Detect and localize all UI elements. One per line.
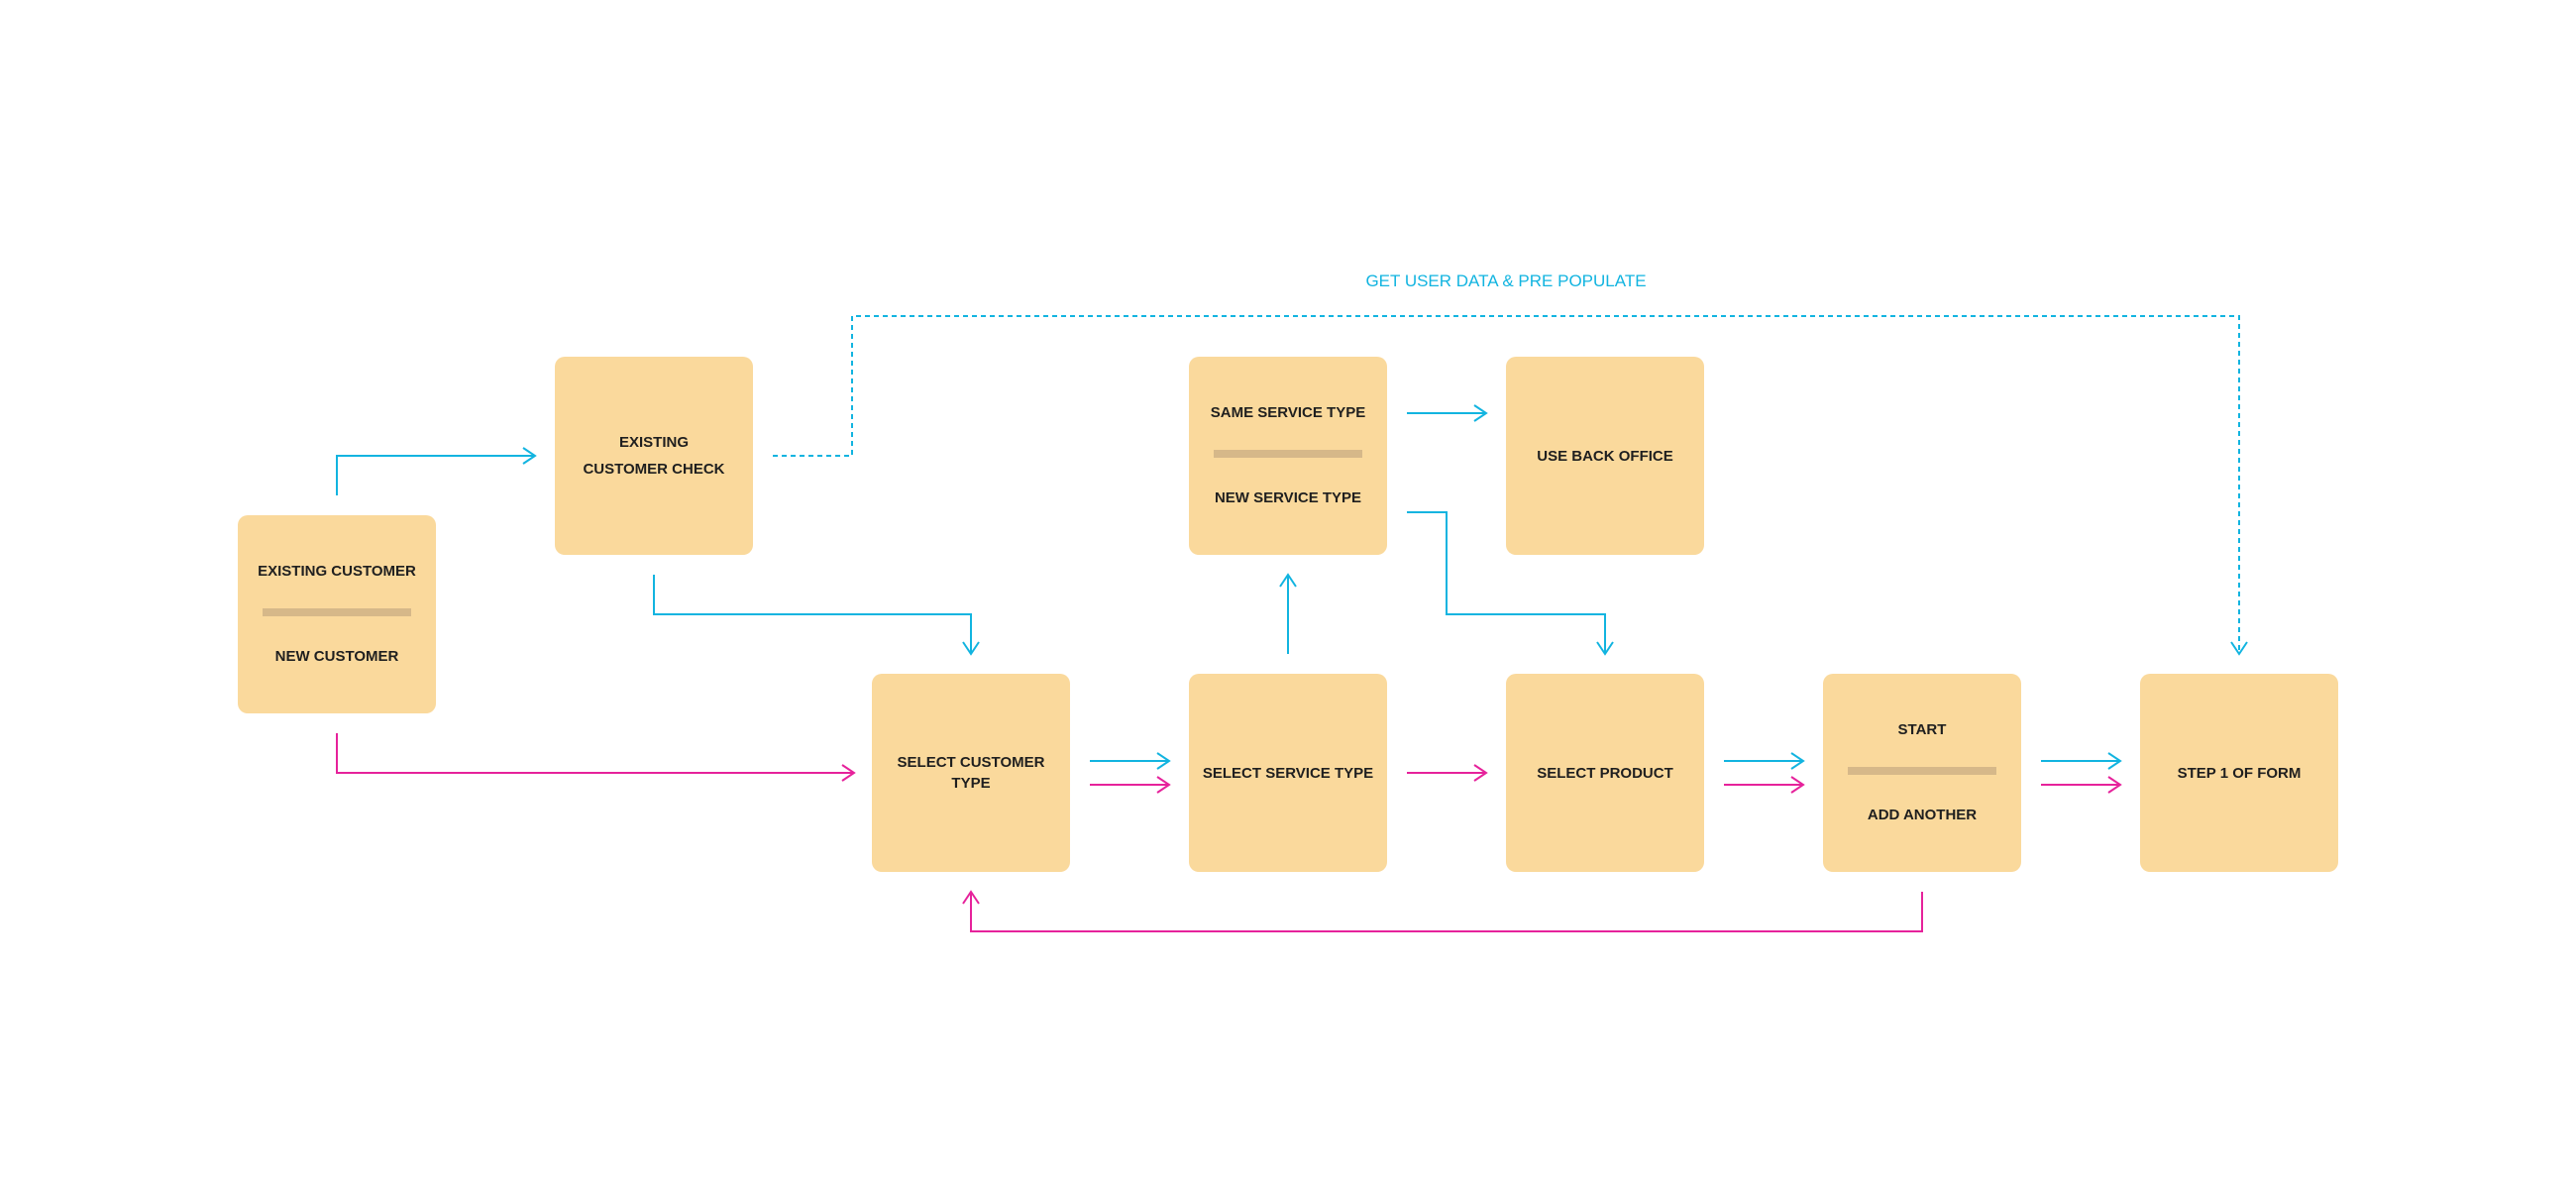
- step-1-of-form-label: STEP 1 OF FORM: [2177, 764, 2302, 782]
- use-back-office-node: USE BACK OFFICE: [1506, 357, 1704, 555]
- select-service-type-label: SELECT SERVICE TYPE: [1202, 764, 1374, 782]
- add-another-loop-connector: [962, 890, 1923, 932]
- connector-line: [653, 575, 972, 654]
- arrowhead-icon: [1596, 641, 1614, 656]
- start-option: START: [1897, 721, 1947, 738]
- arrowhead-icon: [522, 447, 537, 465]
- option-separator: [1214, 450, 1362, 458]
- arrowhead-icon: [1156, 776, 1171, 794]
- prepopulate-label: GET USER DATA & PRE POPULATE: [1365, 271, 1647, 290]
- service-split-to-back-office-connector: [1407, 404, 1488, 422]
- existing-customer-option: EXISTING CUSTOMER: [258, 563, 416, 580]
- select-customer-type-label: SELECT CUSTOMER TYPE: [897, 754, 1045, 792]
- arrowhead-icon: [1790, 776, 1805, 794]
- select-customer-type-to-service-type-existing-connector: [1090, 752, 1171, 770]
- arrowhead-icon: [1473, 764, 1488, 782]
- existing-customer-check-label: EXISTING CUSTOMER CHECK: [583, 434, 725, 478]
- connector-line: [773, 315, 2240, 654]
- new-customer-option: NEW CUSTOMER: [274, 648, 399, 665]
- select-service-type-to-service-split-connector: [1279, 573, 1297, 654]
- step-1-of-form-node: STEP 1 OF FORM: [2140, 674, 2338, 872]
- service-type-split-node: SAME SERVICE TYPE NEW SERVICE TYPE: [1189, 357, 1387, 555]
- arrowhead-icon: [1279, 573, 1297, 588]
- start-split-to-step1-new-connector: [2041, 776, 2122, 794]
- select-product-label: SELECT PRODUCT: [1537, 764, 1673, 782]
- existing-check-to-step1-prepopulate-connector: [773, 315, 2248, 656]
- arrowhead-icon: [962, 890, 980, 905]
- arrowhead-icon: [2107, 776, 2122, 794]
- connector-line: [336, 455, 535, 495]
- select-customer-type-to-service-type-new-connector: [1090, 776, 1171, 794]
- same-service-type-option: SAME SERVICE TYPE: [1210, 404, 1366, 421]
- option-separator: [1848, 767, 1996, 775]
- arrowhead-icon: [962, 641, 980, 656]
- select-service-type-node: SELECT SERVICE TYPE: [1189, 674, 1387, 872]
- arrowhead-icon: [1790, 752, 1805, 770]
- arrowhead-icon: [1473, 404, 1488, 422]
- select-product-node: SELECT PRODUCT: [1506, 674, 1704, 872]
- select-product-to-start-split-existing-connector: [1724, 752, 1805, 770]
- arrowhead-icon: [2230, 641, 2248, 656]
- service-split-to-select-product-connector: [1407, 511, 1614, 656]
- option-separator: [263, 608, 411, 616]
- existing-check-to-select-customer-type-connector: [653, 575, 980, 656]
- customer-split-node: EXISTING CUSTOMER NEW CUSTOMER: [238, 515, 436, 713]
- use-back-office-label: USE BACK OFFICE: [1537, 447, 1673, 465]
- start-split-to-step1-existing-connector: [2041, 752, 2122, 770]
- arrowhead-icon: [2107, 752, 2122, 770]
- existing-customer-check-node: EXISTING CUSTOMER CHECK: [555, 357, 753, 555]
- arrowhead-icon: [841, 764, 856, 782]
- connector-line: [970, 892, 1923, 932]
- select-product-to-start-split-new-connector: [1724, 776, 1805, 794]
- start-split-node: START ADD ANOTHER: [1823, 674, 2021, 872]
- add-another-option: ADD ANOTHER: [1867, 807, 1978, 823]
- customer-split-to-select-customer-type-connector: [336, 733, 856, 782]
- customer-split-to-existing-check-connector: [336, 447, 537, 495]
- select-service-type-to-select-product-connector: [1407, 764, 1488, 782]
- connector-line: [336, 733, 854, 774]
- select-customer-type-node: SELECT CUSTOMER TYPE: [872, 674, 1070, 872]
- new-service-type-option: NEW SERVICE TYPE: [1214, 489, 1362, 506]
- arrowhead-icon: [1156, 752, 1171, 770]
- connector-line: [1407, 511, 1606, 654]
